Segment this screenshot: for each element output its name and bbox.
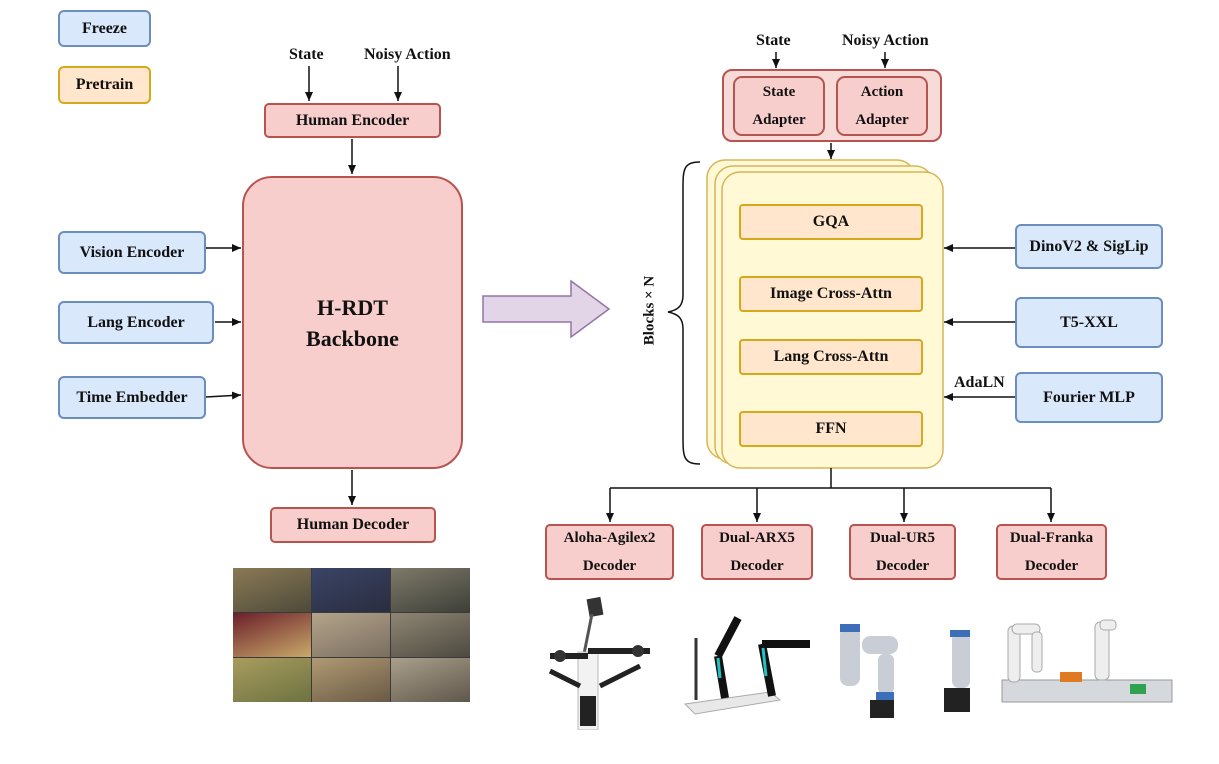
time-arrow [205, 391, 242, 400]
blocks-brace [667, 161, 701, 465]
dual-ur5-robot-image [840, 624, 970, 718]
fourier-mlp: Fourier MLP [1015, 372, 1163, 423]
decoder-dual-arx5: Dual-ARX5 Decoder [701, 524, 813, 580]
human-decoder: Human Decoder [270, 507, 436, 543]
backbone-title-line1: H-RDT [317, 294, 388, 320]
decoder-suffix: Decoder [1024, 558, 1079, 574]
blocks-n-label: Blocks × N [641, 275, 658, 346]
legend-pretrain: Pretrain [58, 66, 151, 104]
state-adapter-line1: State [762, 84, 796, 100]
decoder-dual-franka: Dual-Franka Decoder [996, 524, 1107, 580]
gqa-layer: GQA [739, 204, 923, 240]
adaln-label: AdaLN [954, 374, 1005, 391]
state-adapter-line2: Adapter [752, 112, 806, 128]
image-cross-attn-layer: Image Cross-Attn [739, 276, 923, 312]
human-video-grid [233, 568, 470, 702]
backbone-title-line2: Backbone [306, 325, 399, 351]
dual-arx5-robot-image [683, 616, 810, 715]
state-label-right: State [756, 32, 791, 49]
noisy-action-label-right: Noisy Action [842, 32, 929, 49]
decoder-name: Dual-ARX5 [719, 530, 795, 546]
dinov2-siglip-encoder: DinoV2 & SigLip [1015, 224, 1163, 269]
video-frame-6 [391, 613, 470, 657]
decoder-suffix: Decoder [582, 558, 637, 574]
legend-freeze: Freeze [58, 10, 151, 47]
video-frame-8 [312, 658, 390, 702]
robot-illustrations [548, 596, 1173, 730]
video-frame-5 [312, 613, 390, 657]
noisy-action-label-left: Noisy Action [364, 46, 451, 63]
block-stack-front [721, 171, 944, 469]
time-embedder: Time Embedder [58, 376, 206, 419]
decoder-name: Dual-Franka [1009, 530, 1094, 546]
action-adapter-line1: Action [860, 84, 904, 100]
decoder-aloha-agilex2: Aloha-Agilex2 Decoder [545, 524, 674, 580]
h-rdt-backbone: H-RDT Backbone [242, 176, 463, 469]
state-adapter: State Adapter [733, 76, 825, 136]
video-frame-4 [233, 613, 311, 657]
transition-arrow [482, 279, 611, 339]
dual-franka-robot-image [1001, 619, 1173, 703]
video-frame-1 [233, 568, 311, 612]
lang-encoder: Lang Encoder [58, 301, 214, 344]
human-encoder: Human Encoder [264, 103, 441, 138]
ffn-layer: FFN [739, 411, 923, 447]
t5-xxl-encoder: T5-XXL [1015, 297, 1163, 348]
vision-encoder: Vision Encoder [58, 231, 206, 274]
video-frame-2 [312, 568, 390, 612]
action-adapter: Action Adapter [836, 76, 928, 136]
decoder-dual-ur5: Dual-UR5 Decoder [849, 524, 956, 580]
decoder-name: Dual-UR5 [869, 530, 935, 546]
state-label-left: State [289, 46, 324, 63]
video-frame-7 [233, 658, 311, 702]
video-frame-9 [391, 658, 470, 702]
video-frame-3 [391, 568, 470, 612]
lang-cross-attn-layer: Lang Cross-Attn [739, 339, 923, 375]
decoder-name: Aloha-Agilex2 [563, 530, 656, 546]
decoder-suffix: Decoder [730, 558, 784, 574]
aloha-agilex2-robot-image [548, 596, 650, 730]
action-adapter-line2: Adapter [855, 112, 909, 128]
decoder-suffix: Decoder [875, 558, 930, 574]
